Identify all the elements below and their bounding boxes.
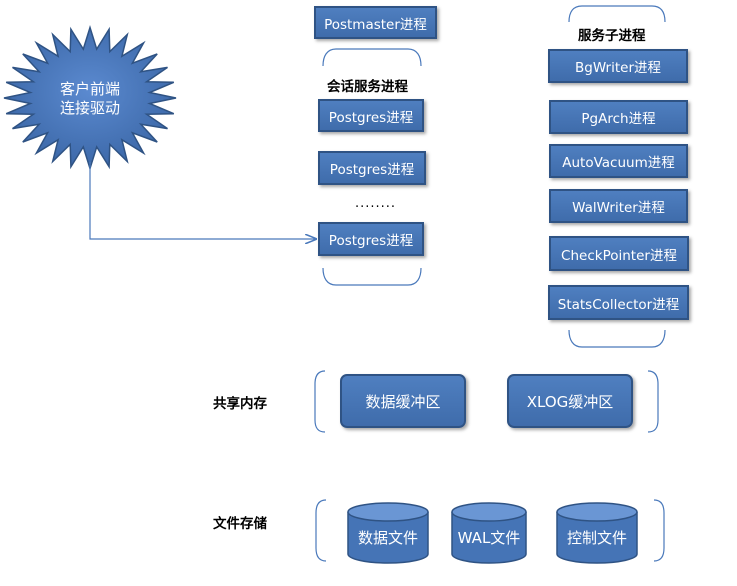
file-storage-title: 文件存储: [213, 516, 267, 532]
control-file-cylinder: [556, 502, 638, 564]
wal-file-label: WAL文件: [457, 528, 521, 547]
client-driver-label: 客户前端 连接驱动: [45, 80, 135, 118]
file-storage-right-bracket: [653, 499, 665, 562]
service-group-bottom-bracket: [568, 329, 666, 348]
session-ellipsis: ........: [355, 196, 397, 211]
pgarch-process-box: PgArch进程: [549, 100, 688, 134]
data-file-cylinder: [347, 502, 429, 564]
client-label-line2: 连接驱动: [59, 99, 120, 117]
data-file-label: 数据文件: [357, 528, 418, 547]
postmaster-process-box: Postmaster进程: [314, 6, 437, 39]
client-label-line1: 客户前端: [59, 80, 120, 98]
connection-arrow: [89, 162, 316, 239]
shared-memory-right-bracket: [647, 370, 659, 433]
shared-memory-title: 共享内存: [213, 396, 267, 412]
xlog-buffer-box: XLOG缓冲区: [507, 374, 633, 428]
session-group-title: 会话服务进程: [327, 79, 408, 95]
file-storage-left-bracket: [315, 499, 327, 562]
autovacuum-process-box: AutoVacuum进程: [549, 144, 688, 178]
postgres-process-box-3: Postgres进程: [318, 222, 424, 256]
postgres-process-box-1: Postgres进程: [318, 99, 424, 132]
data-buffer-box: 数据缓冲区: [340, 374, 466, 428]
shared-memory-left-bracket: [314, 370, 326, 433]
walwriter-process-box: WalWriter进程: [549, 189, 688, 223]
service-group-top-bracket: [568, 5, 666, 23]
statscollector-process-box: StatsCollector进程: [548, 285, 689, 320]
session-group-bottom-bracket: [322, 267, 422, 286]
bgwriter-process-box: BgWriter进程: [548, 49, 688, 83]
session-group-top-bracket: [322, 48, 422, 67]
postgres-process-box-2: Postgres进程: [318, 151, 426, 185]
wal-file-cylinder: [451, 502, 527, 564]
control-file-label: 控制文件: [566, 528, 627, 547]
service-group-title: 服务子进程: [578, 28, 646, 44]
checkpointer-process-box: CheckPointer进程: [549, 236, 689, 271]
